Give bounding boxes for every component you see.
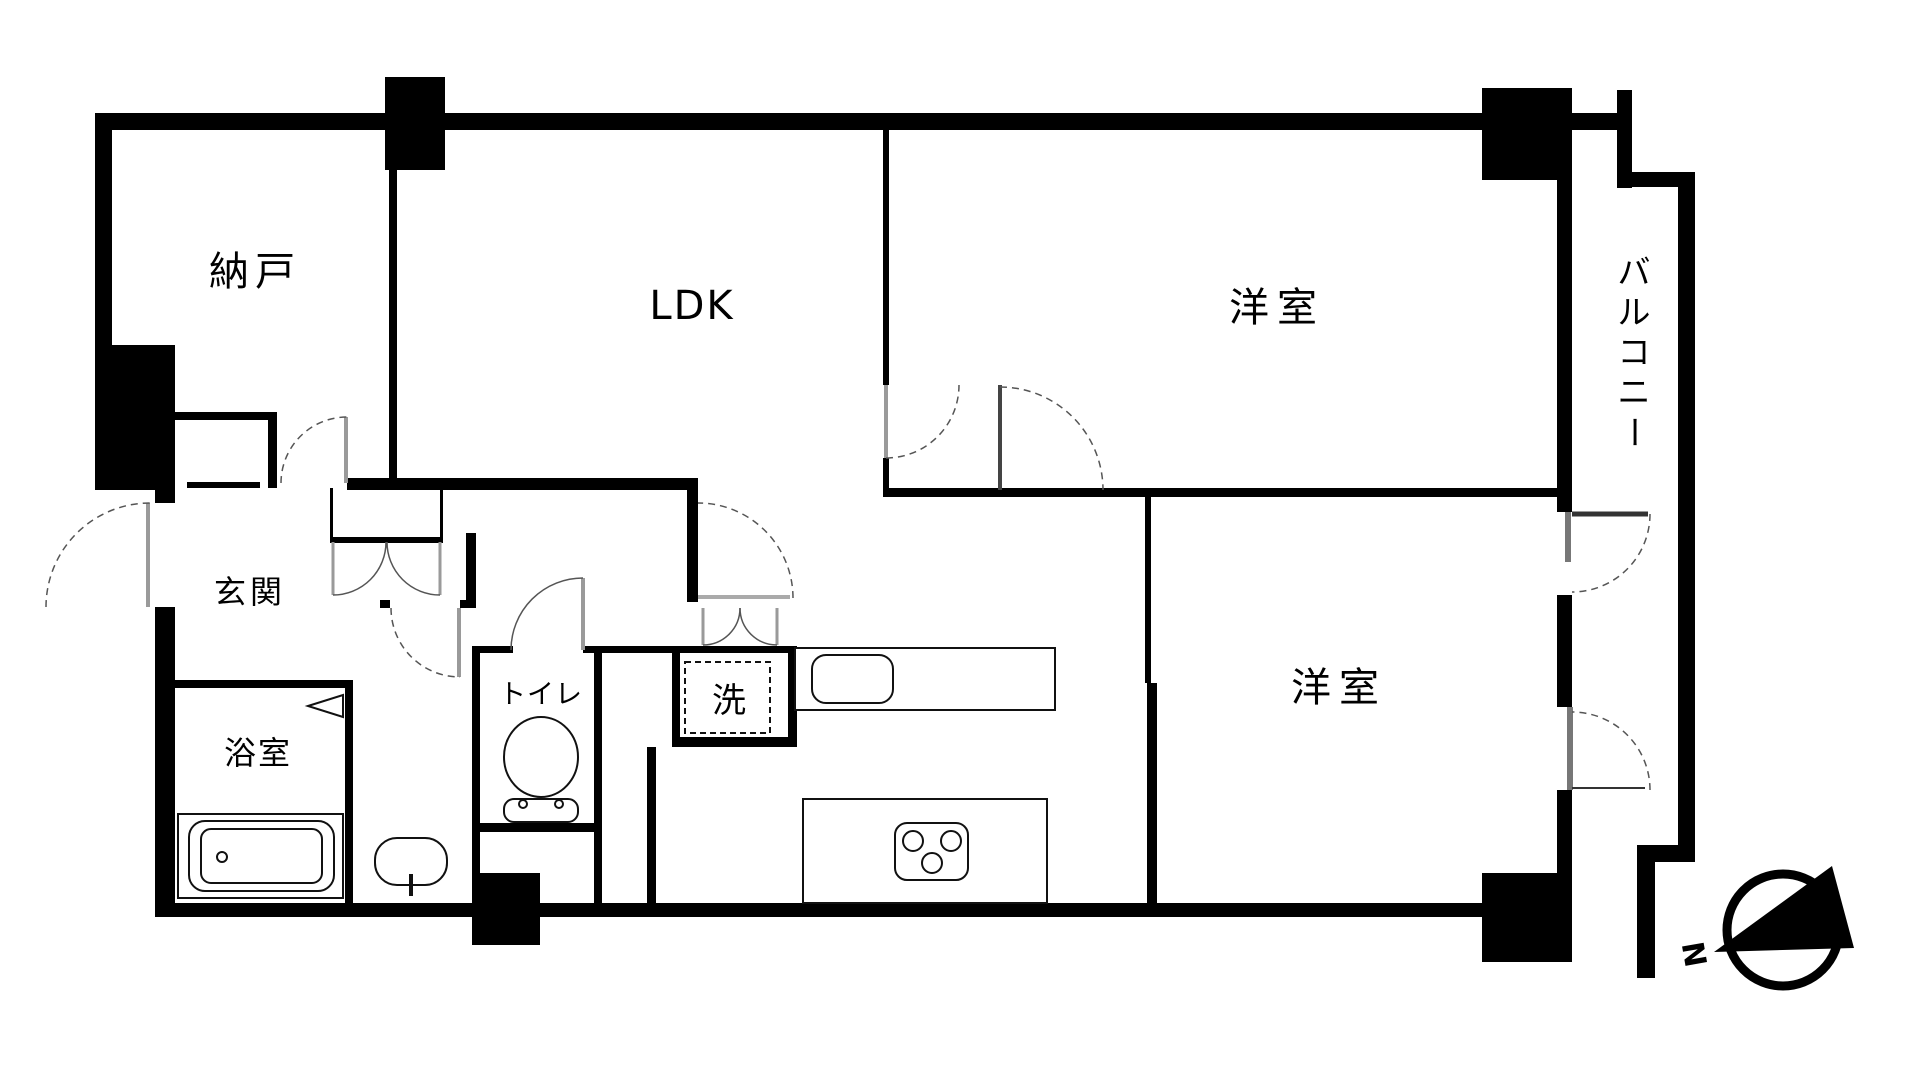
room-label-balcony: バ — [1618, 253, 1651, 292]
room-label-balcony: ー — [1615, 416, 1654, 449]
wall-segment — [155, 490, 175, 503]
wall-segment — [472, 646, 513, 653]
north-arrow — [1714, 866, 1854, 952]
wall-segment — [380, 600, 390, 608]
walls-group — [95, 77, 1695, 978]
room-label-genkan: 玄関 — [214, 573, 286, 611]
wall-segment — [1617, 90, 1632, 188]
wall-segment — [594, 653, 602, 903]
wall-segment — [687, 478, 698, 602]
room-label-ldk: LDK — [649, 283, 734, 329]
room-label-toilet: トイレ — [499, 680, 583, 711]
door-swing-arc — [885, 384, 960, 459]
toilet-bolt-right — [554, 799, 564, 809]
wall-segment — [155, 607, 175, 917]
washer-space — [684, 661, 771, 734]
room-label-bedroom-bottom: 洋室 — [1291, 665, 1387, 711]
wall-segment — [788, 646, 797, 747]
wall-segment — [466, 533, 476, 608]
wall-segment — [172, 412, 277, 420]
wall-segment — [330, 537, 443, 543]
door-swing-arc — [697, 502, 794, 599]
bathtub-drain — [216, 851, 228, 863]
wall-segment — [347, 478, 698, 490]
wall-segment — [460, 600, 470, 608]
wall-segment — [385, 77, 445, 170]
wall-segment — [883, 130, 889, 385]
room-label-nando: 納戸 — [209, 249, 301, 295]
north-label: N — [1677, 939, 1716, 970]
door-swing-arc — [702, 607, 741, 646]
wall-segment — [1145, 495, 1151, 683]
door-swing-arc — [390, 607, 461, 678]
toilet-bolt-left — [518, 799, 528, 809]
wall-segment — [1557, 180, 1572, 512]
room-label-balcony: コ — [1618, 333, 1651, 372]
bathtub-inner — [200, 828, 323, 884]
bath-door-symbol — [304, 693, 344, 719]
wall-segment — [163, 680, 353, 688]
wall-segment — [1557, 595, 1572, 707]
wall-segment — [345, 688, 353, 903]
toilet-base — [503, 798, 579, 823]
door-swing-arc — [1571, 513, 1651, 593]
doors-group — [45, 384, 1651, 791]
stove-burner-1 — [902, 830, 924, 852]
door-swing-arc — [332, 541, 387, 596]
wall-segment — [647, 747, 656, 903]
wall-segment — [672, 737, 797, 747]
wall-segment — [883, 458, 889, 490]
wall-segment — [883, 488, 1557, 497]
door-swing-arc — [999, 386, 1104, 491]
wall-segment — [472, 653, 480, 903]
door-swing-arc — [1571, 711, 1651, 791]
door-swing-arc — [386, 541, 441, 596]
wall-segment — [1632, 172, 1695, 187]
wall-segment — [1637, 862, 1655, 978]
wall-segment — [268, 412, 277, 488]
wall-segment — [389, 170, 397, 488]
room-label-balcony: ル — [1618, 293, 1651, 332]
stove-burner-2 — [940, 830, 962, 852]
wall-segment — [472, 823, 602, 832]
wall-segment — [440, 488, 443, 538]
wall-segment — [155, 903, 1572, 917]
kitchen-sink — [811, 654, 894, 704]
wall-segment — [1557, 790, 1572, 903]
wall-segment — [95, 113, 112, 358]
room-label-laundry: 洗 — [712, 681, 746, 721]
door-swing-arc — [510, 577, 584, 651]
room-label-bedroom-top: 洋室 — [1229, 285, 1325, 331]
fixtures-group — [177, 647, 1056, 904]
door-swing-arc — [280, 416, 348, 484]
wall-segment — [95, 345, 175, 490]
wall-segment — [330, 488, 333, 538]
stove-burner-3 — [921, 852, 943, 874]
wall-segment — [583, 646, 797, 653]
room-label-balcony: ニ — [1618, 373, 1651, 412]
wall-segment — [1678, 172, 1695, 862]
door-swing-arc — [45, 502, 151, 608]
wall-segment — [1482, 88, 1572, 180]
toilet-bowl — [503, 716, 579, 798]
door-swing-arc — [739, 607, 778, 646]
wall-segment — [1637, 845, 1695, 862]
wall-segment — [1147, 683, 1157, 903]
compass: N — [1677, 866, 1854, 991]
wall-segment — [95, 113, 1632, 130]
wall-segment — [472, 873, 540, 945]
wall-segment — [672, 653, 680, 747]
wall-segment — [187, 482, 260, 488]
room-label-bathroom: 浴室 — [224, 734, 292, 772]
